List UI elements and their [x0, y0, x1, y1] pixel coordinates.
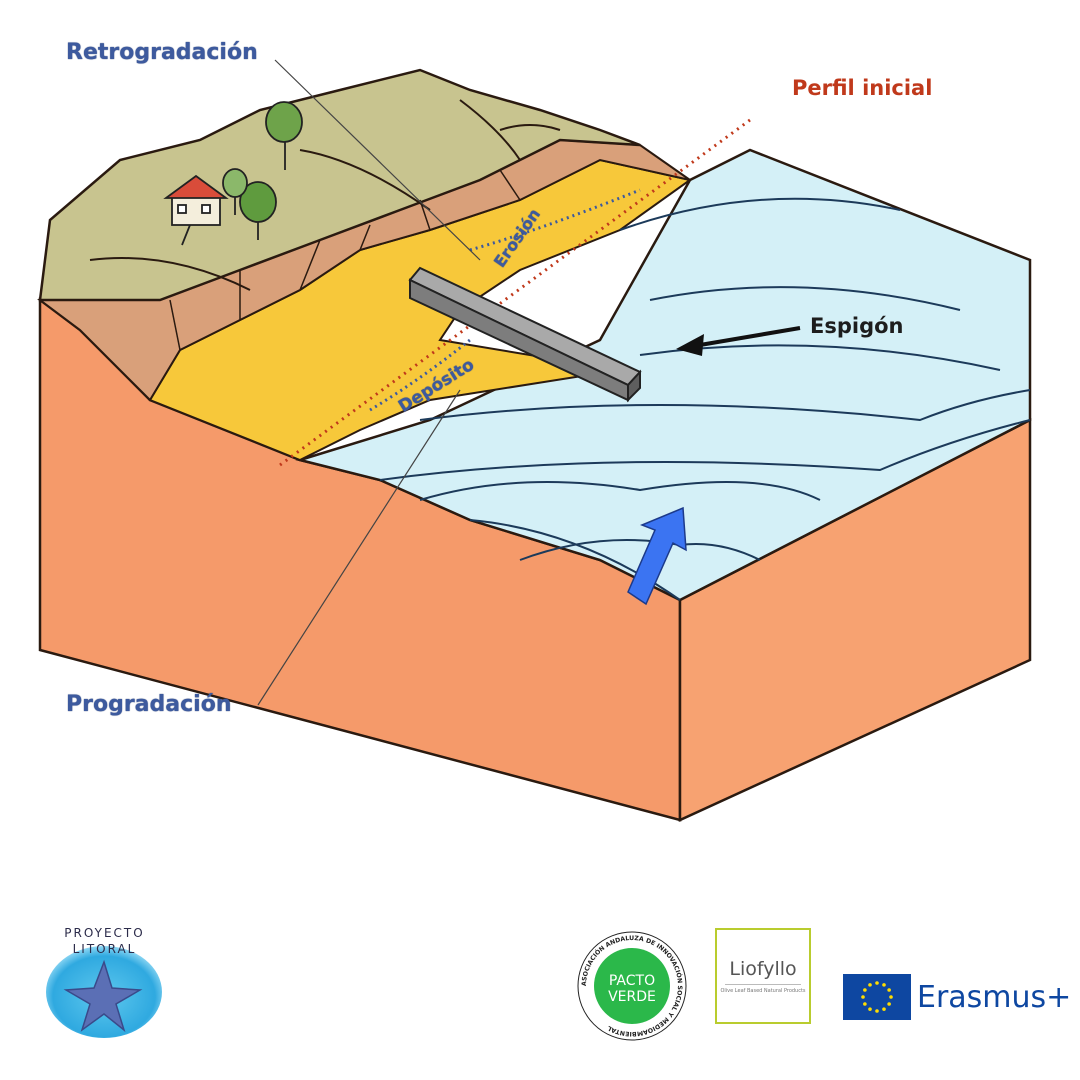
starfish-icon [46, 946, 162, 1038]
leader-lines [257, 59, 481, 706]
tree-icon [222, 101, 303, 240]
eu-star [887, 988, 891, 992]
eu-star [887, 1002, 891, 1006]
eu-star [882, 1007, 886, 1011]
erosion-line [469, 188, 641, 252]
litoral-text: LITORAL [72, 942, 137, 956]
eu-flag-icon [843, 974, 911, 1020]
verde-text: VERDE [608, 989, 656, 1005]
erasmus-text: Erasmus+ [917, 980, 1072, 1015]
liofyllo-tagline: Olive Leaf Based Natural Products [720, 988, 806, 994]
pacto-verde-logo: ASOCIACIÓN ANDALUZA DE INNOVACIÓN SOCIAL… [576, 930, 688, 1042]
deposit-line [369, 338, 471, 412]
pacto-verde-badge-icon: ASOCIACIÓN ANDALUZA DE INNOVACIÓN SOCIAL… [577, 931, 687, 1041]
eu-star [875, 981, 879, 985]
eu-star [863, 1002, 867, 1006]
groyne [408, 266, 642, 403]
label-progradacion: Progradación [66, 692, 232, 717]
label-retrogradacion: Retrogradación [66, 40, 258, 65]
footer-logos: PROYECTO LITORAL ASOCIACIÓN ANDALUZA DE … [0, 880, 1080, 1080]
house-icon [163, 174, 229, 246]
proyecto-text: PROYECTO [64, 926, 145, 940]
wave-lines [379, 197, 1031, 601]
proyecto-litoral-logo: PROYECTO LITORAL [42, 920, 167, 1040]
land-cracks [89, 99, 561, 291]
liofyllo-logo: Liofyllo Olive Leaf Based Natural Produc… [715, 928, 811, 1024]
pacto-text: PACTO [609, 973, 655, 989]
coastal-block-diagram [37, 59, 1032, 822]
espigon-arrow [676, 326, 801, 356]
label-perfil-inicial: Perfil inicial [792, 76, 933, 100]
label-espigon: Espigón [810, 314, 904, 338]
erasmus-logo: Erasmus+ [843, 974, 1073, 1022]
current-arrow [627, 506, 687, 606]
cliff-segments [169, 169, 521, 351]
eu-star [868, 1007, 872, 1011]
eu-star [875, 1009, 879, 1013]
liofyllo-name: Liofyllo [729, 958, 797, 980]
eu-star [889, 995, 893, 999]
eu-star [882, 983, 886, 987]
eu-star [861, 995, 865, 999]
eu-star [868, 983, 872, 987]
eu-star [863, 988, 867, 992]
